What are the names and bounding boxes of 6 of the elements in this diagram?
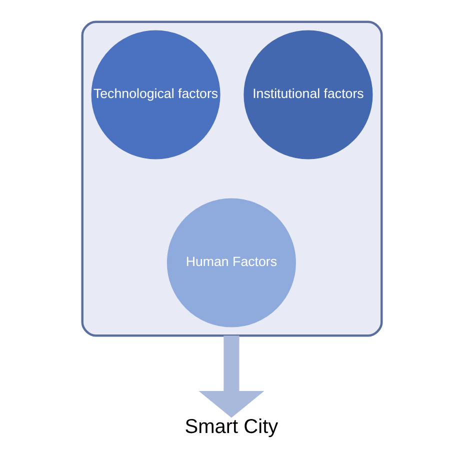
cluster (81, 20, 383, 337)
node-circle: Institutional factors (244, 30, 373, 160)
node-circle: Human Factors (166, 198, 296, 328)
node-circle: Technological factors (91, 30, 220, 160)
arrow (198, 336, 264, 418)
node-text: Smart City (184, 416, 278, 438)
